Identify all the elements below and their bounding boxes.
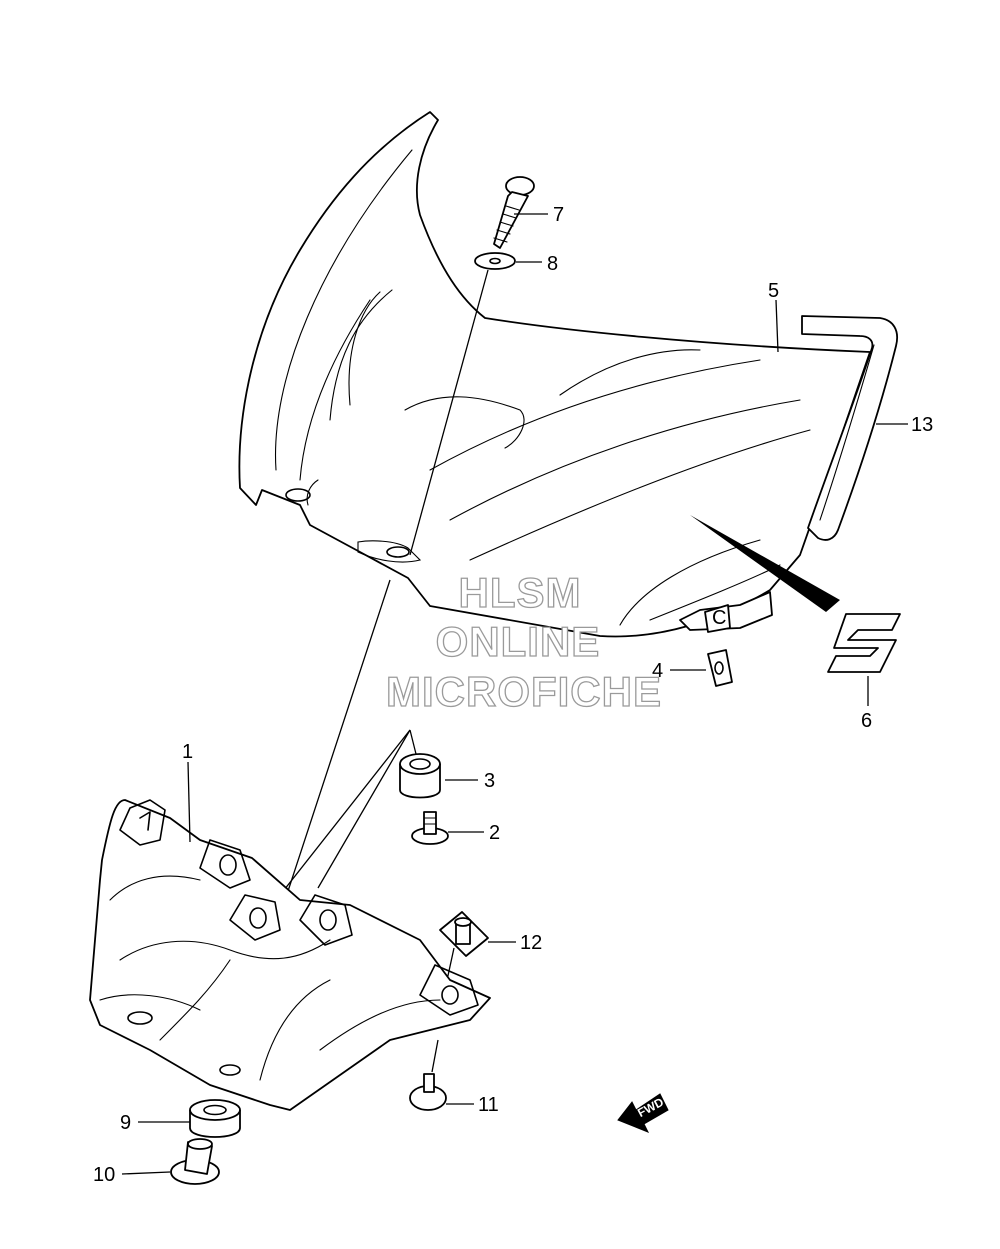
callout-13: 13 xyxy=(911,414,933,436)
part-12-clip-nut[interactable] xyxy=(439,911,489,957)
part-3-grommet[interactable] xyxy=(399,753,441,799)
part-6-pointer xyxy=(690,515,840,612)
part-8-washer[interactable] xyxy=(474,252,516,270)
callout-numbers: 1 2 3 4 5 6 7 8 9 10 11 12 13 xyxy=(93,204,933,1186)
fwd-arrow-icon: FWD xyxy=(617,1093,669,1133)
callout-11: 11 xyxy=(478,1094,499,1116)
callout-9: 9 xyxy=(120,1112,131,1134)
part-6-emblem[interactable] xyxy=(827,613,901,673)
callout-10: 10 xyxy=(93,1164,115,1186)
callout-leaders xyxy=(121,213,908,1175)
callout-2: 2 xyxy=(489,822,500,844)
part-9-grommet[interactable] xyxy=(189,1099,241,1138)
watermark-line-3: MICROFICHE xyxy=(386,668,662,715)
callout-12: 12 xyxy=(520,932,542,954)
svg-text:C: C xyxy=(712,607,726,629)
watermark: HLSM ONLINE MICROFICHE xyxy=(385,568,662,715)
callout-4: 4 xyxy=(652,660,663,682)
part-7-screw[interactable] xyxy=(493,176,535,249)
part-1-bracket[interactable] xyxy=(89,799,491,1111)
callout-3: 3 xyxy=(484,770,495,792)
callout-1: 1 xyxy=(182,741,193,763)
part-10-collar[interactable] xyxy=(170,1138,220,1185)
watermark-line-2: ONLINE xyxy=(436,618,601,665)
part-2-bolt[interactable] xyxy=(411,811,449,845)
callout-5: 5 xyxy=(768,280,779,302)
callout-8: 8 xyxy=(547,253,558,275)
callout-7: 7 xyxy=(553,204,564,226)
part-13-trim[interactable] xyxy=(801,315,898,541)
part-4-clip-nut[interactable] xyxy=(707,649,733,687)
callout-6: 6 xyxy=(861,710,872,732)
watermark-line-1: HLSM xyxy=(459,569,582,616)
part-11-bolt[interactable] xyxy=(409,1073,447,1111)
part-5-cover[interactable]: C xyxy=(238,111,871,638)
